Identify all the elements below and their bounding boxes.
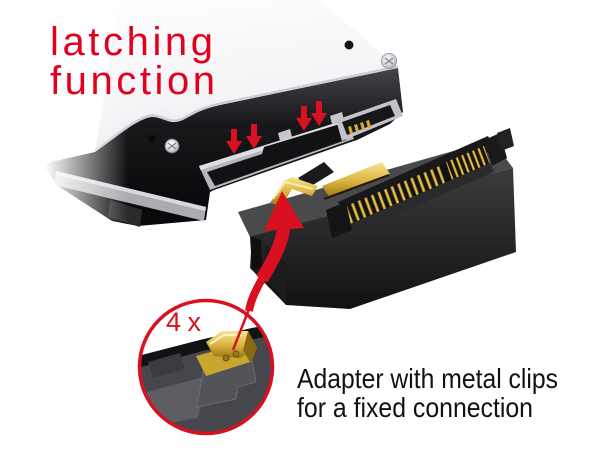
title: latching function: [50, 20, 215, 103]
metal-clip-plate-shadow: [323, 174, 390, 200]
leader-curve-mid: [245, 275, 267, 312]
data-pins: [446, 146, 490, 180]
connector-latch-tab: [497, 128, 514, 151]
caption-line-2: for a fixed connection: [297, 392, 533, 423]
sata-adapter: [238, 128, 516, 309]
screw: [381, 53, 397, 69]
drive-top-cover: [95, 0, 398, 152]
leader-curve-thick: [256, 226, 291, 283]
adapter-front-face: [250, 168, 516, 309]
jumper-pin: [366, 120, 371, 128]
jumper-pin: [348, 126, 353, 134]
magnifier-content: [139, 323, 273, 434]
magnifier-ring: [137, 298, 275, 436]
connector-l-slot: [207, 124, 346, 186]
screw: [164, 138, 180, 154]
connector-front-wall: [350, 163, 494, 233]
magnifier-callout: 4 x: [137, 298, 275, 436]
jumper-pin: [354, 124, 359, 132]
metal-clip-plate: [322, 162, 390, 198]
hard-drive: [0, 0, 403, 280]
caption: Adapter with metal clips for a fixed con…: [297, 363, 558, 423]
title-line-1: latching: [50, 20, 213, 64]
mag-metal-clip: [196, 331, 257, 376]
drive-jumper-pins: [336, 99, 403, 141]
leader-line-thin: [231, 308, 251, 351]
adapter-left-step: [250, 236, 262, 270]
title-line-2: function: [50, 59, 215, 103]
clip-black-tab: [298, 162, 334, 188]
mag-left-step: [148, 353, 185, 378]
connector-left-cap: [326, 202, 352, 238]
caption-line-1: Adapter with metal clips: [297, 363, 558, 394]
magnifier-label: 4 x: [166, 307, 202, 337]
jumper-pin: [360, 122, 365, 130]
connector-tab-left: [278, 129, 292, 141]
screw-hole: [344, 40, 354, 50]
drive-left-fade: [0, 60, 160, 280]
power-pins: [344, 165, 448, 226]
leader-arrow: [231, 191, 304, 351]
adapter-sata-connector: [326, 128, 514, 238]
up-arrow-icon: [264, 191, 304, 231]
